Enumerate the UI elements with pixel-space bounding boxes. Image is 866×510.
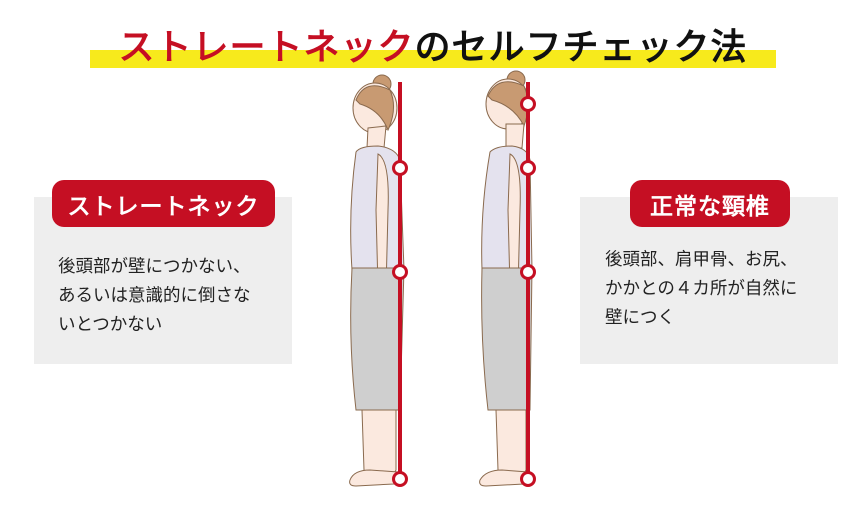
normal-posture-figure-illustration: [479, 70, 536, 487]
straight-neck-description: 後頭部が壁につかない、 あるいは意識的に倒さな いとつかない: [58, 257, 251, 335]
normal-neck-description: 後頭部、肩甲骨、お尻、 かかとの４カ所が自然に 壁につく: [605, 250, 798, 328]
normal-neck-badge: 正常な頸椎: [630, 180, 790, 227]
title-highlight: ストレートネック: [118, 27, 415, 68]
title-highlight-band: [90, 50, 776, 68]
straight-neck-badge: ストレートネック: [52, 180, 275, 227]
page-title: ストレートネックのセルフチェック法: [0, 18, 866, 70]
title-area: ストレートネックのセルフチェック法: [0, 0, 866, 80]
straight-neck-figure-illustration: [349, 74, 408, 487]
title-rest: のセルフチェック法: [414, 27, 748, 68]
